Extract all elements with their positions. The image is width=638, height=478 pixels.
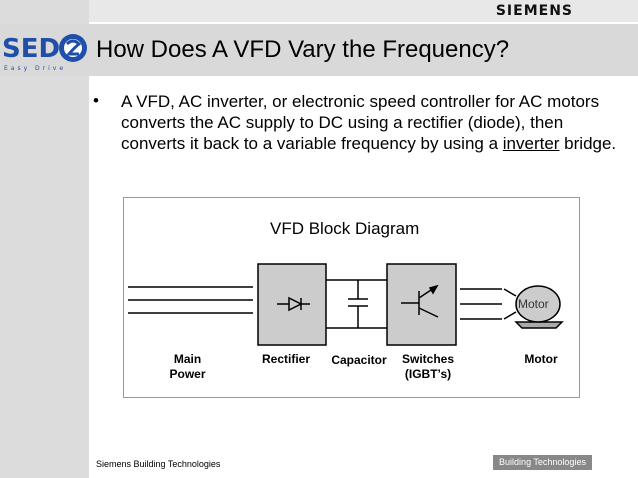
footer-company: Siemens Building Technologies — [96, 459, 221, 469]
label-motor: Motor — [524, 352, 558, 366]
slide-title: How Does A VFD Vary the Frequency? — [96, 36, 510, 63]
footer-badge: Building Technologies — [493, 455, 592, 470]
bullet-text-after: bridge. — [559, 134, 617, 153]
sed2-logo: SED2 Easy Drive — [2, 34, 87, 72]
switches-block — [386, 263, 457, 346]
title-band — [0, 24, 638, 76]
bullet-marker: • — [93, 91, 99, 110]
left-strip — [0, 0, 89, 478]
label-rectifier: Rectifier — [261, 352, 311, 366]
main-power-lines — [128, 286, 253, 314]
logo-tagline: Easy Drive — [4, 65, 66, 72]
diagram-title: VFD Block Diagram — [270, 219, 420, 238]
rectifier-block — [257, 263, 327, 346]
label-capacitor: Capacitor — [331, 353, 387, 367]
diode-icon — [277, 296, 310, 312]
diagram-box — [123, 197, 580, 398]
capacitor-icon — [348, 280, 368, 328]
dc-bus — [326, 279, 387, 329]
bullet-text: A VFD, AC inverter, or electronic speed … — [121, 91, 626, 154]
top-band — [89, 0, 638, 22]
inverter-link: inverter — [502, 134, 560, 153]
bullet-text-before: A VFD, AC inverter, or electronic speed … — [121, 92, 600, 153]
label-switches: Switches (IGBT’s) — [401, 352, 455, 381]
siemens-brand: SIEMENS — [495, 3, 573, 19]
motor-symbol-label: Motor — [518, 297, 549, 311]
label-main-power: Main Power — [169, 352, 206, 381]
igbt-icon — [401, 284, 439, 318]
output-lines — [460, 288, 517, 320]
motor-icon — [514, 285, 564, 329]
